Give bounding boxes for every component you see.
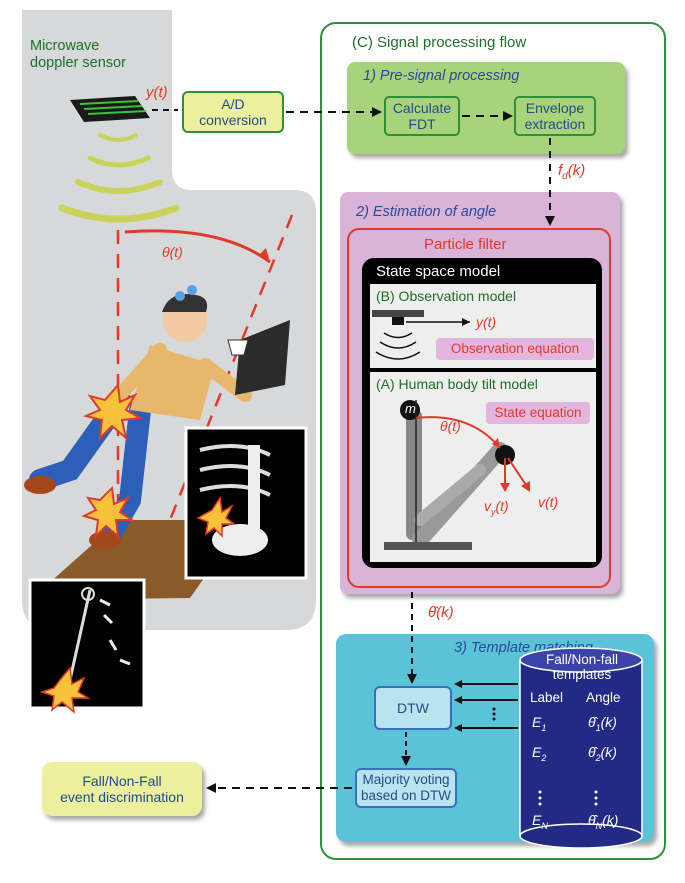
- column-angle-header: Angle: [586, 690, 621, 705]
- y-t-label: y(t): [146, 84, 168, 101]
- particle-filter-label: Particle filter: [424, 236, 507, 253]
- pre-processing-title: 1) Pre-signal processing: [363, 68, 520, 84]
- xray-inset-leg: [28, 578, 146, 714]
- state-space-label: State space model: [376, 263, 501, 280]
- template-row: E1: [532, 714, 547, 733]
- envelope-extraction-box: Envelope extraction: [514, 96, 596, 136]
- falling-person: [24, 285, 290, 549]
- tilt-theta-label: θ(t): [440, 418, 461, 434]
- sensor-label: Microwave doppler sensor: [30, 38, 126, 71]
- vy-label: vy(t): [484, 498, 509, 517]
- majority-voting-box: Majority voting based on DTW: [355, 768, 457, 808]
- microwave-waves: [58, 133, 180, 223]
- state-equation-badge: State equation: [486, 402, 590, 424]
- observation-model-title: (B) Observation model: [376, 288, 517, 304]
- template-row-angle: θ̂2(k): [588, 744, 617, 763]
- particle-filter-box: [347, 228, 611, 588]
- sensor-icon: [70, 96, 150, 122]
- template-row-angle: θ̂1(k): [588, 714, 617, 733]
- template-row: EN: [532, 812, 548, 831]
- v-label: v(t): [538, 494, 559, 510]
- observation-equation-badge: Observation equation: [436, 338, 594, 360]
- template-row-angle: θ̂N(k): [588, 812, 619, 831]
- fd-k-label: fd(k): [558, 162, 586, 182]
- xray-inset-spine: [184, 426, 308, 580]
- calculate-fdt-box: Calculate FDT: [384, 96, 460, 136]
- template-row: E2: [532, 744, 547, 763]
- observation-y-label: y(t): [476, 314, 497, 330]
- mass-label: m: [405, 401, 416, 416]
- tilt-model-title: (A) Human body tilt model: [376, 376, 538, 392]
- theta-fall-label: θ(t): [162, 244, 183, 260]
- signal-flow-title: (C) Signal processing flow: [352, 34, 527, 51]
- angle-estimation-title: 2) Estimation of angle: [356, 204, 497, 220]
- column-label-header: Label: [530, 690, 564, 705]
- database-title: Fall/Non-fall templates: [545, 652, 619, 682]
- ad-conversion-box: A/D conversion: [182, 91, 284, 133]
- dtw-box: DTW: [374, 686, 452, 730]
- theta-hat-label: θ̂(k): [428, 604, 454, 621]
- result-box: Fall/Non-Fall event discrimination: [42, 762, 202, 816]
- signal-flow-panel: [320, 22, 666, 860]
